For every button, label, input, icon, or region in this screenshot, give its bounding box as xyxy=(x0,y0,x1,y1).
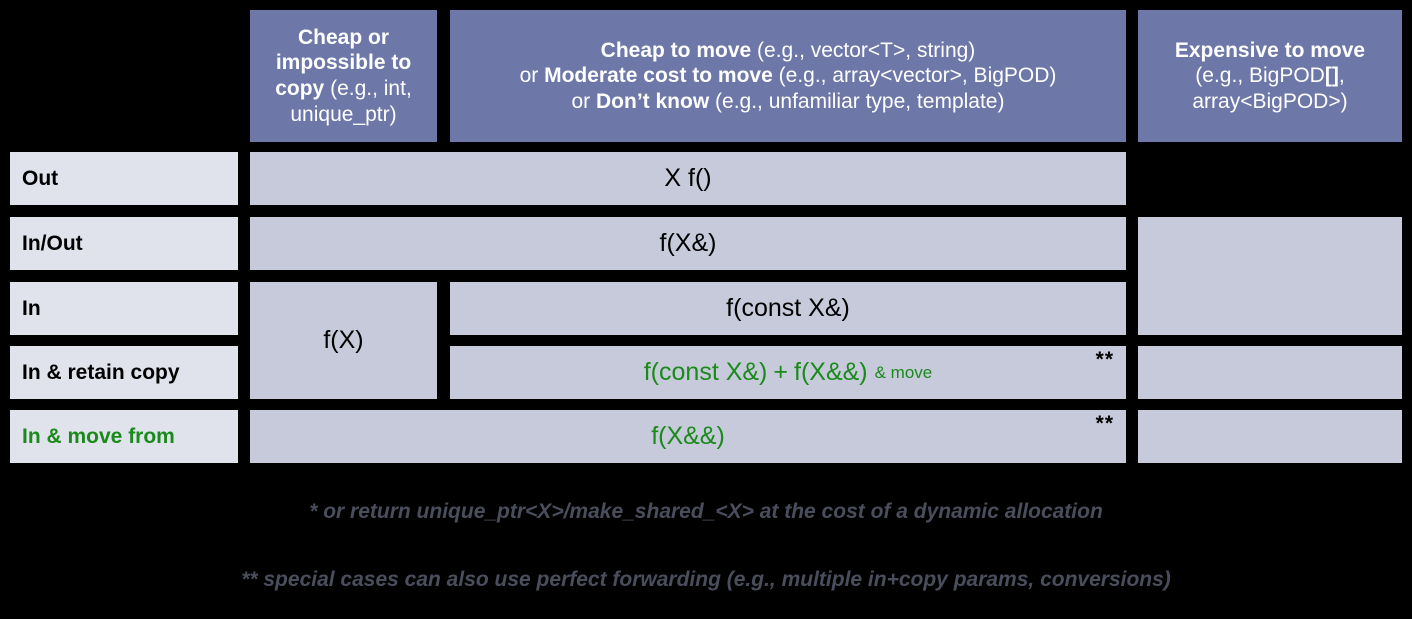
header-regular-fragment: (e.g., int, unique_ptr) xyxy=(290,77,412,126)
header-line-2: or Moderate cost to move (e.g., array<ve… xyxy=(520,63,1057,89)
header-line-2: (e.g., BigPOD[], xyxy=(1175,63,1365,89)
cell-in-move-from-rvalue-ref: f(X&&) ** xyxy=(250,410,1126,463)
cell-text-plus: + xyxy=(773,358,788,386)
cell-in-by-value: f(X) xyxy=(250,282,437,399)
cell-text: X f() xyxy=(664,164,712,192)
header-line-1: Cheap to move (e.g., vector<T>, string) xyxy=(520,38,1057,64)
cell-in-retain-copy-overloads: f(const X&) + f(X&&) & move ** xyxy=(450,346,1126,399)
row-label-text: In xyxy=(22,296,41,320)
footnote-double-star: ** special cases can also use perfect fo… xyxy=(241,568,1171,591)
row-label-text: In/Out xyxy=(22,231,83,255)
column-header-cheap-to-move: Cheap to move (e.g., vector<T>, string) … xyxy=(450,10,1126,142)
header-line-1: Expensive to move xyxy=(1175,38,1365,64)
row-label-in-move-from: In & move from xyxy=(10,410,238,463)
header-bold-fragment: [] xyxy=(1324,64,1339,88)
footnote-single-star: * or return unique_ptr<X>/make_shared_<X… xyxy=(309,500,1103,523)
cell-text: f(X&) xyxy=(659,229,717,257)
cell-out-return-by-value: X f() xyxy=(250,152,1126,205)
cell-text: f(const X&) xyxy=(726,294,850,322)
header-regular-fragment: or xyxy=(519,64,545,88)
row-label-in: In xyxy=(10,282,238,335)
row-label-text: In & retain copy xyxy=(22,360,180,384)
column-header-text: Expensive to move (e.g., BigPOD[], array… xyxy=(1175,38,1365,115)
cell-expensive-to-move-inout-in xyxy=(1138,217,1402,335)
header-regular-fragment: (e.g., vector<T>, string) xyxy=(757,38,976,62)
header-regular-fragment: (e.g., array<vector>, BigPOD) xyxy=(778,64,1057,88)
header-bold-fragment: Expensive to move xyxy=(1174,38,1366,62)
column-header-text: Cheap or impossible to copy (e.g., int, … xyxy=(258,25,429,127)
header-line-3: array<BigPOD>) xyxy=(1175,89,1365,115)
header-regular-fragment: array<BigPOD>) xyxy=(1192,89,1348,113)
header-regular-fragment: (e.g., BigPOD xyxy=(1195,64,1325,88)
column-header-expensive-to-move: Expensive to move (e.g., BigPOD[], array… xyxy=(1138,10,1402,142)
footnote-marker-double-star: ** xyxy=(1095,348,1114,371)
header-regular-fragment: or xyxy=(571,89,597,113)
row-label-text: Out xyxy=(22,166,59,190)
header-regular-fragment: , xyxy=(1338,64,1345,88)
header-bold-fragment: Cheap to move xyxy=(600,38,758,62)
row-label-in-retain-copy: In & retain copy xyxy=(10,346,238,399)
row-label-in-out: In/Out xyxy=(10,217,238,270)
row-label-out: Out xyxy=(10,152,238,205)
cell-text-part-a: f(const X&) xyxy=(643,358,768,386)
header-bold-fragment: Don’t know xyxy=(596,89,716,113)
header-bold-fragment: Moderate cost to move xyxy=(544,64,779,88)
cell-inout-nonconst-ref: f(X&) xyxy=(250,217,1126,270)
column-header-cheap-or-impossible-to-copy: Cheap or impossible to copy (e.g., int, … xyxy=(250,10,437,142)
cell-text-part-b-suffix: & move xyxy=(874,362,933,382)
cell-text: f(X) xyxy=(323,326,364,354)
cell-expensive-to-move-retain-copy xyxy=(1138,346,1402,399)
table-corner-cell xyxy=(10,10,238,142)
header-regular-fragment: (e.g., unfamiliar type, template) xyxy=(715,89,1005,113)
cell-expensive-to-move-move-from xyxy=(1138,410,1402,463)
cell-text: f(X&&) xyxy=(651,422,725,450)
row-label-text: In & move from xyxy=(22,424,175,448)
cell-in-const-ref: f(const X&) xyxy=(450,282,1126,335)
cell-text-part-b: f(X&&) xyxy=(794,358,868,386)
header-bold-fragment: Cheap or impossible to copy xyxy=(275,25,412,100)
footnote-marker-double-star: ** xyxy=(1095,412,1114,435)
header-line-3: or Don’t know (e.g., unfamiliar type, te… xyxy=(520,89,1057,115)
column-header-text: Cheap to move (e.g., vector<T>, string) … xyxy=(520,38,1057,115)
